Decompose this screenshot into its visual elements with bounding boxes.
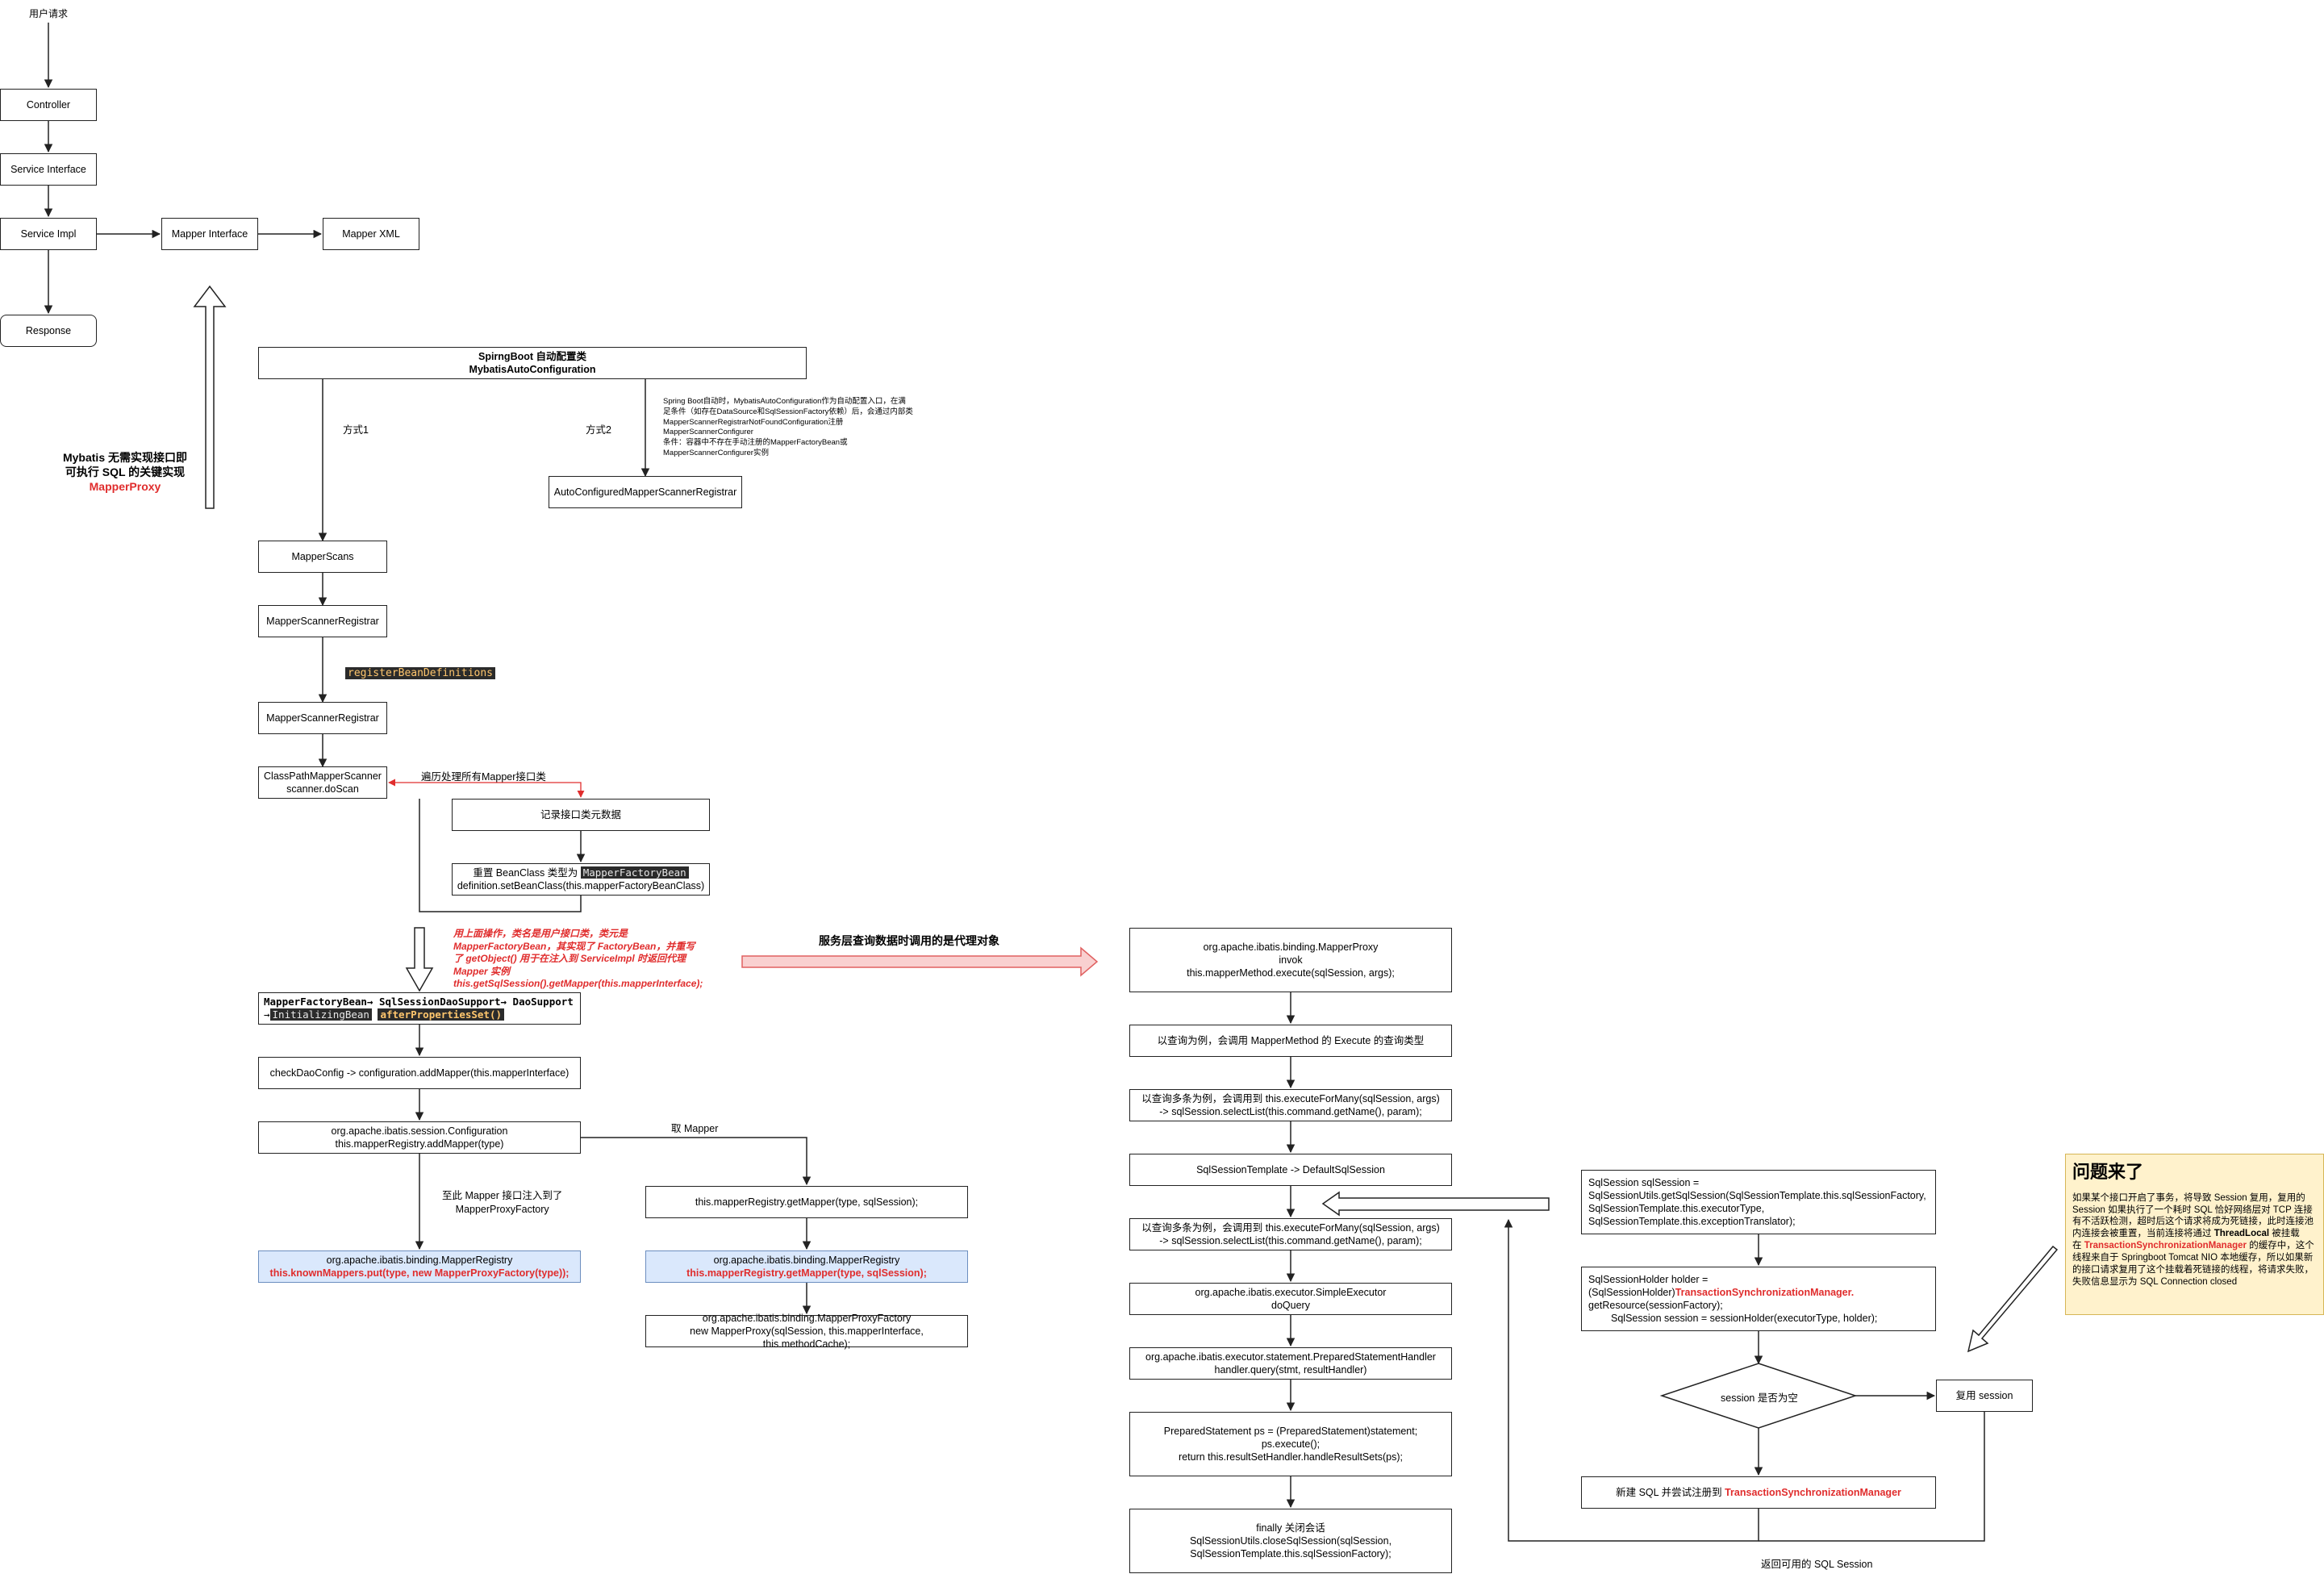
- query-example-box: 以查询为例，会调用 MapperMethod 的 Execute 的查询类型: [1129, 1025, 1452, 1057]
- autoconfig-description: Spring Boot自动时，MybatisAutoConfiguration作…: [663, 397, 913, 458]
- mybatis-autoconfiguration-box: SpirngBoot 自动配置类 MybatisAutoConfiguratio…: [258, 347, 807, 379]
- mapper-registry-put-box: org.apache.ibatis.binding.MapperRegistry…: [258, 1250, 581, 1283]
- mapper-scanner-registrar-box-2: MapperScannerRegistrar: [258, 702, 387, 734]
- problem-note: 问题来了 如果某个接口开启了事务，将导致 Session 复用，复用的 Sess…: [2065, 1154, 2324, 1315]
- execute-for-many-box-1: 以查询多条为例，会调用到 this.executeForMany(sqlSess…: [1129, 1089, 1452, 1121]
- service-impl-box: Service Impl: [0, 218, 97, 250]
- way-1-label: 方式1: [343, 424, 369, 436]
- controller-box: Controller: [0, 89, 97, 121]
- sqlsession-holder-box: SqlSessionHolder holder = (SqlSessionHol…: [1581, 1267, 1936, 1331]
- injected-into-factory-label: 至此 Mapper 接口注入到了 MapperProxyFactory: [442, 1190, 563, 1215]
- service-interface-box: Service Interface: [0, 153, 97, 186]
- configuration-box: org.apache.ibatis.session.Configuration …: [258, 1121, 581, 1154]
- reset-beanclass-box: 重置 BeanClass 类型为 MapperFactoryBean defin…: [452, 863, 710, 896]
- new-sql-session-box: 新建 SQL 并尝试注册到 TransactionSynchronization…: [1581, 1476, 1936, 1509]
- execute-for-many-box-2: 以查询多条为例，会调用到 this.executeForMany(sqlSess…: [1129, 1218, 1452, 1250]
- fetch-mapper-label: 取 Mapper: [671, 1123, 719, 1134]
- response-box: Response: [0, 315, 97, 347]
- user-request-label: 用户请求: [29, 8, 69, 19]
- reuse-session-box: 复用 session: [1936, 1380, 2033, 1412]
- prepared-statement-handler-box: org.apache.ibatis.executor.statement.Pre…: [1129, 1347, 1452, 1380]
- sqlsession-template-box: SqlSessionTemplate -> DefaultSqlSession: [1129, 1154, 1452, 1186]
- way-2-label: 方式2: [586, 424, 611, 436]
- finally-close-session-box: finally 关闭会话 SqlSessionUtils.closeSqlSes…: [1129, 1509, 1452, 1573]
- mapper-proxy-invoke-box: org.apache.ibatis.binding.MapperProxy in…: [1129, 928, 1452, 992]
- get-mapper-box: this.mapperRegistry.getMapper(type, sqlS…: [645, 1186, 968, 1218]
- check-dao-config-box: checkDaoConfig -> configuration.addMappe…: [258, 1057, 581, 1089]
- loop-all-mappers-label: 遍历处理所有Mapper接口类: [421, 771, 546, 783]
- mapper-xml-box: Mapper XML: [323, 218, 419, 250]
- prepared-statement-execute-box: PreparedStatement ps = (PreparedStatemen…: [1129, 1412, 1452, 1476]
- service-proxy-label: 服务层查询数据时调用的是代理对象: [819, 934, 999, 947]
- key-implementation-note: Mybatis 无需实现接口即 可执行 SQL 的关键实现 MapperProx…: [62, 451, 187, 494]
- mapper-interface-box: Mapper Interface: [161, 218, 258, 250]
- return-session-label: 返回可用的 SQL Session: [1761, 1559, 1873, 1570]
- simple-executor-box: org.apache.ibatis.executor.SimpleExecuto…: [1129, 1283, 1452, 1315]
- mapper-factory-bean-box: MapperFactoryBean→ SqlSessionDaoSupport→…: [258, 992, 581, 1025]
- mapper-scanner-registrar-box-1: MapperScannerRegistrar: [258, 605, 387, 637]
- auto-configured-mapper-scanner-registrar-box: AutoConfiguredMapperScannerRegistrar: [549, 476, 742, 508]
- register-bean-definitions-label: registerBeanDefinitions: [345, 666, 496, 679]
- proxy-explanation-note: 用上面操作，类名是用户接口类，类元是 MapperFactoryBean，其实现…: [453, 928, 703, 990]
- mapper-registry-get-box: org.apache.ibatis.binding.MapperRegistry…: [645, 1250, 968, 1283]
- classpath-mapper-scanner-box: ClassPathMapperScanner scanner.doScan: [258, 766, 387, 799]
- mapper-scans-box: MapperScans: [258, 541, 387, 573]
- session-null-decision-label: session 是否为空: [1721, 1392, 1798, 1404]
- mapper-proxy-factory-box: org.apache.ibatis.binding.MapperProxyFac…: [645, 1313, 968, 1350]
- record-metadata-box: 记录接口类元数据: [452, 799, 710, 831]
- get-sqlsession-box: SqlSession sqlSession = SqlSessionUtils.…: [1581, 1170, 1936, 1234]
